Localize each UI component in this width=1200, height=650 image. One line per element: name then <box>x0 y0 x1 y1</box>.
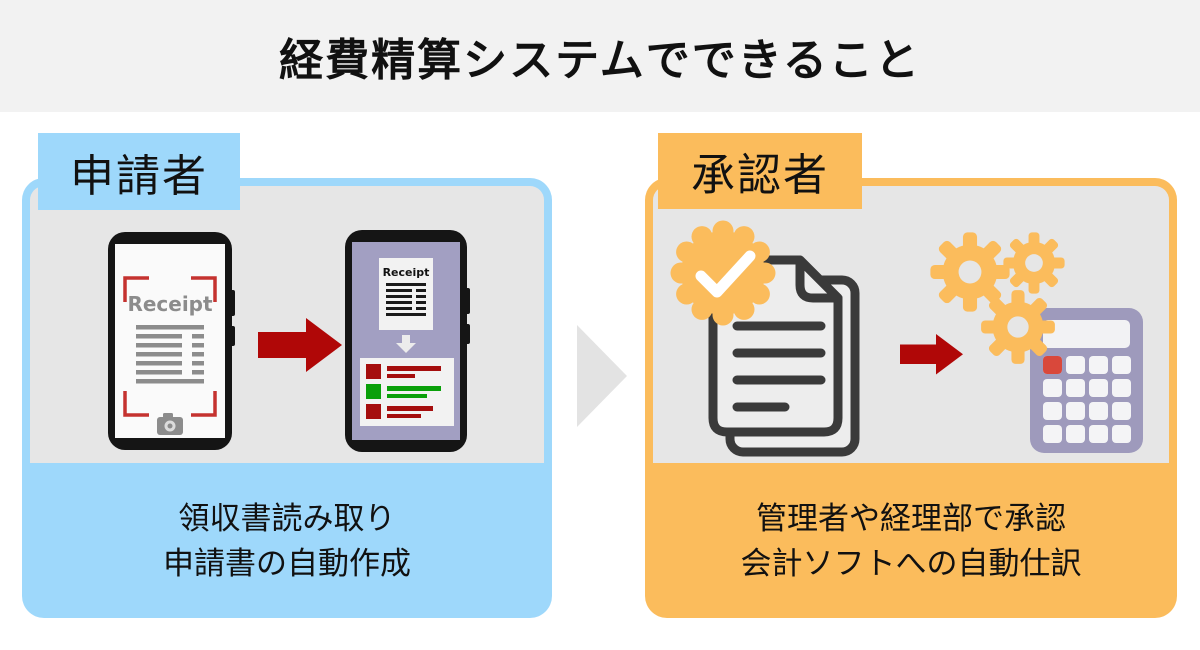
applicant-caption: 領収書読み取り 申請書の自動作成 <box>22 463 552 618</box>
approver-illustration <box>653 186 1169 463</box>
approver-badge-label: 承認者 <box>691 151 829 200</box>
applicant-panel: Receipt <box>22 178 552 618</box>
applicant-badge: 申請者 <box>38 133 240 210</box>
applicant-caption-line1: 領収書読み取り <box>178 500 396 536</box>
receipt-label-result: Receipt <box>383 266 430 279</box>
page-title: 経費精算システムでできること <box>279 36 921 85</box>
right-arrow-icon <box>258 318 342 372</box>
scanned-receipt-card: Receipt <box>379 258 433 330</box>
approver-caption: 管理者や経理部で承認 会計ソフトへの自動仕訳 <box>645 463 1177 618</box>
scan-phone-icon: Receipt <box>108 232 235 450</box>
step-connector-chevron-icon <box>577 325 627 427</box>
applicant-caption-line2: 申請書の自動作成 <box>163 545 411 581</box>
right-arrow-icon <box>900 334 963 375</box>
title-band: 経費精算システムでできること <box>0 0 1200 112</box>
receipt-lines <box>136 325 204 384</box>
receipt-label-scan: Receipt <box>127 292 213 316</box>
approver-illustration-svg <box>670 220 1143 457</box>
approver-caption-line1: 管理者や経理部で承認 <box>756 500 1066 536</box>
applicant-illustration-svg: Receipt <box>108 230 470 452</box>
approver-badge: 承認者 <box>658 133 862 209</box>
form-phone-icon: Receipt <box>345 230 470 452</box>
approver-panel: 管理者や経理部で承認 会計ソフトへの自動仕訳 <box>645 178 1177 618</box>
applicant-illustration: Receipt <box>30 186 544 463</box>
camera-icon <box>157 413 183 435</box>
applicant-badge-label: 申請者 <box>70 151 208 201</box>
approver-caption-line2: 会計ソフトへの自動仕訳 <box>740 545 1082 581</box>
expense-form-card <box>360 358 454 426</box>
approval-seal-check-icon <box>670 220 776 326</box>
down-arrow-icon <box>396 335 416 353</box>
calculator-icon <box>1030 308 1143 453</box>
scan-frame-icon <box>123 276 217 417</box>
